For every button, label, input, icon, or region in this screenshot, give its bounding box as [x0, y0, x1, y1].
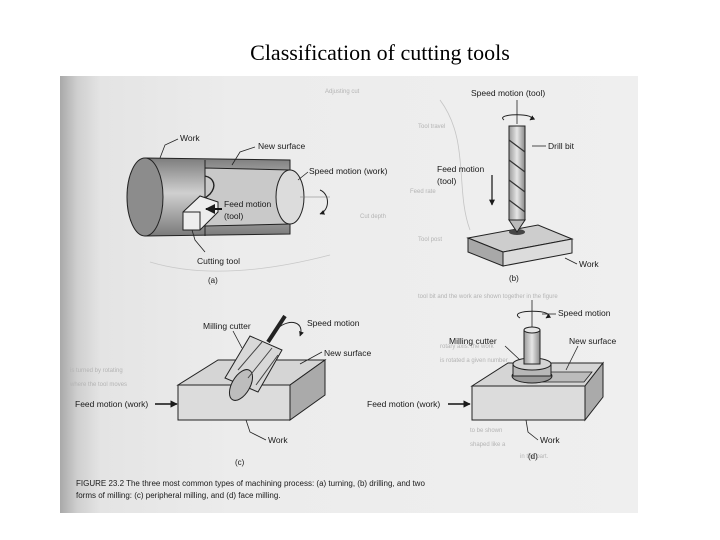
label-milling-cutter: Milling cutter: [203, 321, 251, 331]
scanned-figure-background: [60, 76, 638, 513]
page-title: Classification of cutting tools: [250, 40, 510, 65]
svg-text:Adjusting cut: Adjusting cut: [325, 89, 360, 95]
speed-motion-arrow: [277, 321, 304, 337]
label-work: Work: [579, 259, 599, 269]
caption-line-2: forms of milling: (c) peripheral milling…: [76, 491, 281, 500]
label-work: Work: [268, 435, 288, 445]
label-feed-motion-work: Feed motion (work): [367, 399, 440, 409]
svg-text:Tool travel: Tool travel: [418, 124, 445, 130]
speed-motion-arrow: [319, 189, 328, 215]
label-cutting-tool: Cutting tool: [197, 256, 240, 266]
label-new-surface: New surface: [324, 348, 372, 358]
svg-text:Feed rate: Feed rate: [410, 189, 436, 195]
work-cylinder-end: [126, 157, 164, 237]
label-work: Work: [540, 435, 560, 445]
label-speed-motion-tool: Speed motion (tool): [471, 88, 545, 98]
label-speed-motion: Speed motion: [558, 308, 611, 318]
svg-text:is rotated a given number: is rotated a given number: [440, 358, 508, 364]
sublabel-a: (a): [208, 276, 218, 285]
svg-text:shaped like a: shaped like a: [470, 442, 506, 448]
work-block-front: [471, 385, 586, 421]
milling-cutter: [224, 314, 287, 401]
speed-motion-arrow: [516, 310, 552, 319]
ghost-text: Adjusting cut Tool travel Feed rate Cut …: [69, 89, 558, 460]
caption-line-1: FIGURE 23.2 The three most common types …: [76, 479, 425, 488]
label-work: Work: [180, 133, 200, 143]
panel-peripheral-milling: Milling cutter Speed motion New surface …: [75, 314, 372, 467]
label-feed-motion-work: Feed motion (work): [75, 399, 148, 409]
label-milling-cutter: Milling cutter: [449, 336, 497, 346]
chip: [203, 175, 215, 200]
sublabel-b: (b): [509, 274, 519, 283]
label-speed-motion: Speed motion (work): [309, 166, 388, 176]
svg-text:is turned by rotating: is turned by rotating: [70, 368, 123, 374]
label-new-surface: New surface: [569, 336, 617, 346]
panel-turning: Work New surface Speed motion (work) Fee…: [126, 133, 388, 285]
sublabel-d: (d): [528, 452, 538, 461]
svg-text:tool bit and the work are show: tool bit and the work are shown together…: [418, 294, 558, 300]
figure-caption: FIGURE 23.2 The three most common types …: [76, 479, 425, 500]
milling-cutter: [511, 326, 553, 384]
svg-text:where the tool moves: where the tool moves: [69, 382, 127, 388]
svg-text:rotary axis: the work: rotary axis: the work: [440, 344, 495, 350]
label-feed-motion: Feed motion: [224, 199, 272, 209]
panel-face-milling: Speed motion Milling cutter New surface …: [367, 300, 617, 461]
label-speed-motion: Speed motion: [307, 318, 360, 328]
label-feed-motion-tool: (tool): [224, 211, 244, 221]
sublabel-c: (c): [235, 458, 245, 467]
label-drill-bit: Drill bit: [548, 141, 575, 151]
label-new-surface: New surface: [258, 141, 306, 151]
label-feed-motion-tool: (tool): [437, 176, 457, 186]
panel-drilling: Speed motion (tool) Drill bit Feed motio…: [437, 88, 599, 283]
svg-text:in the part.: in the part.: [520, 454, 549, 460]
svg-text:Cut depth: Cut depth: [360, 214, 386, 220]
label-feed-motion: Feed motion: [437, 164, 485, 174]
svg-text:Tool post: Tool post: [418, 237, 442, 243]
svg-text:to be shown: to be shown: [470, 428, 502, 434]
